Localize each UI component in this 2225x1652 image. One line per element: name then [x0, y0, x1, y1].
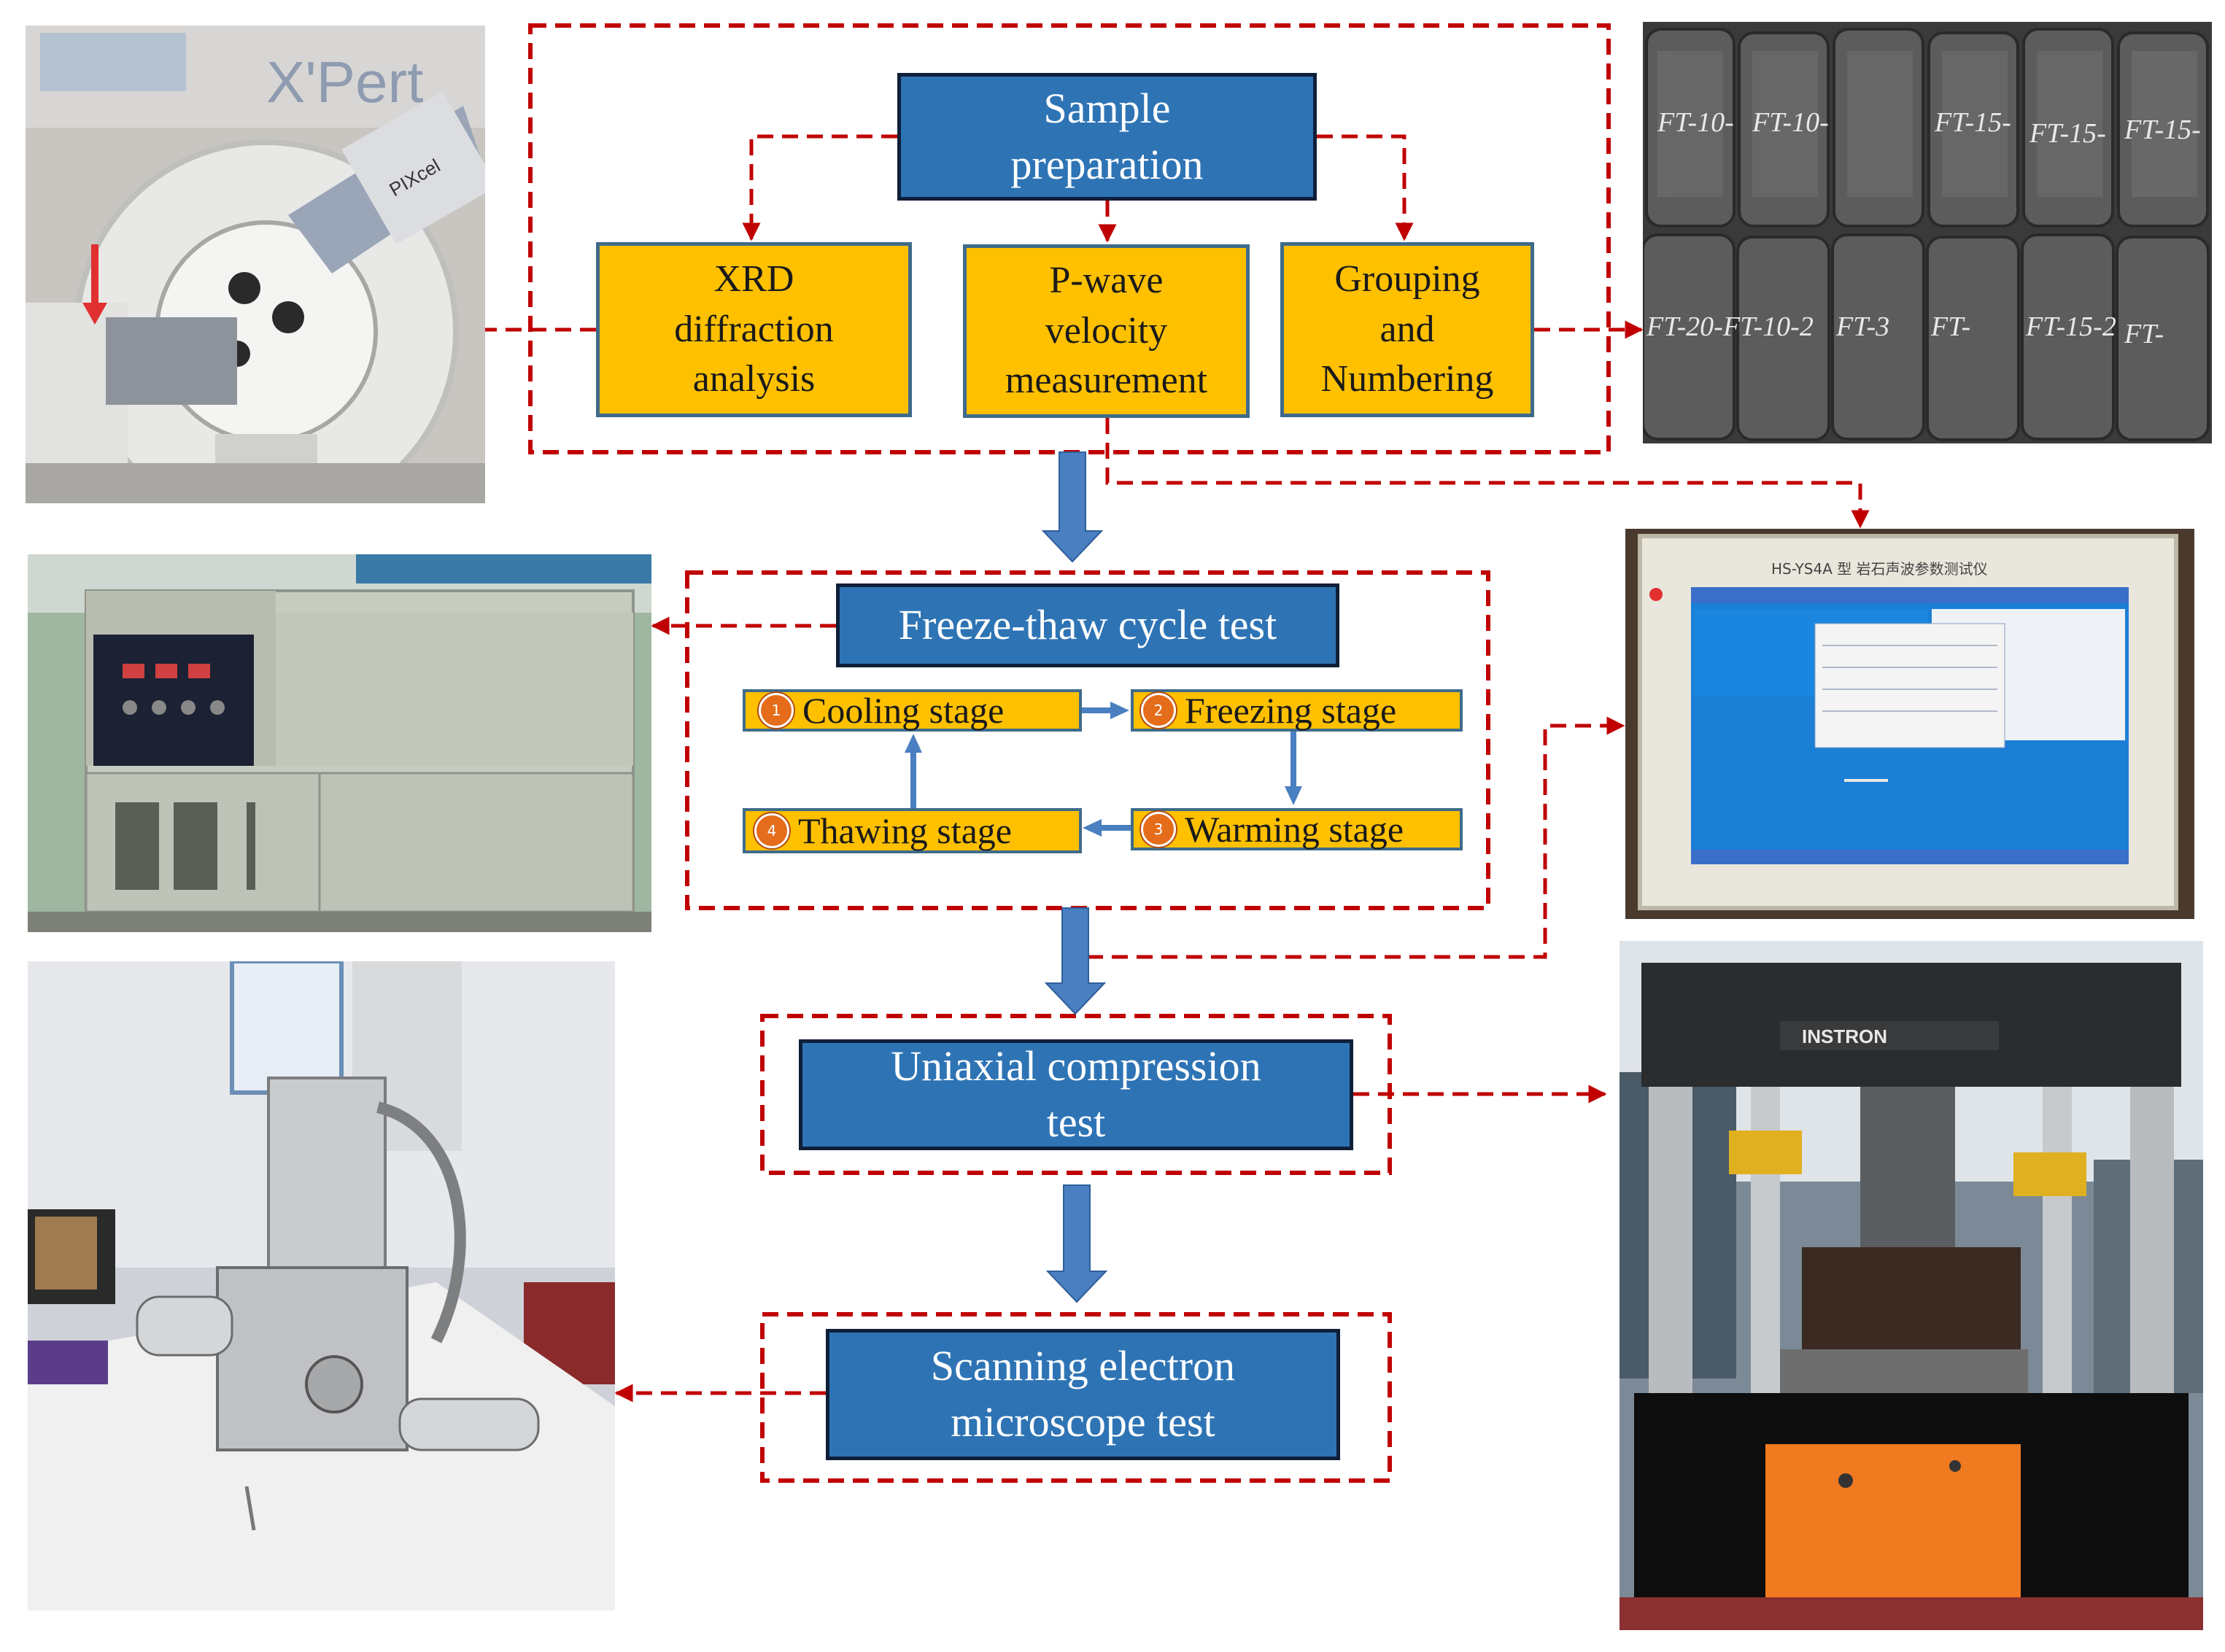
- sample-label-bottom-1: FT-20-: [1646, 311, 1723, 342]
- sample-label-bottom-3: FT-3: [1835, 311, 1889, 342]
- cycle-arrowhead-cooling-to-freezing: [1110, 702, 1129, 719]
- compression-press-photo: INSTRON: [1620, 941, 2203, 1630]
- flow-arrow-freeze-thaw-to-uniaxial: [1044, 907, 1107, 1015]
- sem-microscope-photo: [28, 961, 615, 1610]
- sample-label-bottom-5: FT-15-2: [2025, 311, 2116, 342]
- thawing-stage-label: Thawing stage: [798, 810, 1012, 851]
- cycle-arrowhead-warming-to-thawing: [1083, 819, 1102, 837]
- warming-stage-label: Warming stage: [1185, 809, 1404, 850]
- monitor-header-label: HS-YS4A 型 岩石声波参数测试仪: [1771, 560, 1988, 578]
- uniaxial-compression-box: Uniaxial compression test: [799, 1039, 1353, 1150]
- cycle-arrowhead-freezing-to-warming: [1285, 786, 1302, 805]
- sample-label-top-1: FT-10-: [1657, 107, 1734, 138]
- freeze-thaw-test-box: Freeze-thaw cycle test: [836, 583, 1339, 667]
- flow-arrow-uniaxial-to-sem: [1045, 1184, 1108, 1303]
- flow-arrow-prep-to-freeze-thaw: [1041, 451, 1104, 563]
- stage-number-badge: 2: [1141, 693, 1176, 728]
- sample-preparation-box: Sample preparation: [897, 73, 1317, 201]
- grouping-numbering-box: Grouping and Numbering: [1280, 242, 1534, 417]
- connector-sample-to-xrd: [742, 134, 897, 241]
- sample-label-bottom-2: FT-10-2: [1722, 311, 1814, 342]
- freeze-thaw-group-frame: [685, 570, 1490, 910]
- cycle-arrowhead-thawing-to-cooling: [905, 734, 922, 753]
- cooling-stage-label: Cooling stage: [802, 690, 1005, 731]
- freeze-thaw-chamber-photo: [28, 554, 651, 932]
- ultrasonic-monitor-photo: HS-YS4A 型 岩石声波参数测试仪: [1625, 529, 2194, 919]
- sample-label-top-3: FT-15-: [1934, 107, 2011, 138]
- sample-label-top-2: FT-10-: [1752, 107, 1829, 138]
- xrd-brand-label: X'Pert: [266, 50, 423, 115]
- sem-test-group-frame: [760, 1312, 1392, 1483]
- freezing-stage-label: Freezing stage: [1185, 690, 1397, 731]
- connector-freeze-thaw-to-monitor: [1087, 716, 1625, 959]
- xrd-analysis-box: XRD diffraction analysis: [596, 242, 912, 417]
- warming-stage-box: 3 Warming stage: [1131, 808, 1463, 850]
- stage-number-badge: 3: [1141, 812, 1176, 847]
- sample-label-top-5: FT-15-: [2124, 115, 2201, 145]
- xrd-diffractometer-photo: X'Pert PIXcel: [26, 26, 485, 503]
- press-brand-label: INSTRON: [1802, 1025, 1887, 1047]
- sem-test-box: Scanning electron microscope test: [826, 1329, 1340, 1460]
- stage-number-badge: 1: [759, 693, 794, 728]
- connector-pwave-to-monitor: [1105, 418, 1870, 529]
- sample-label-bottom-4: FT-: [1930, 311, 1970, 342]
- sample-label-bottom-6: FT-: [2124, 319, 2164, 349]
- thawing-stage-box: 4 Thawing stage: [743, 808, 1082, 853]
- freezing-stage-box: 2 Freezing stage: [1131, 689, 1463, 732]
- sample-label-top-4: FT-15-: [2029, 118, 2106, 149]
- connector-sample-to-grouping: [1317, 134, 1414, 241]
- pwave-measurement-box: P-wave velocity measurement: [963, 244, 1250, 418]
- rock-samples-photo: FT-10- FT-10- FT-15- FT-15- FT-15- FT-20…: [1643, 22, 2212, 443]
- stage-number-badge: 4: [754, 813, 789, 848]
